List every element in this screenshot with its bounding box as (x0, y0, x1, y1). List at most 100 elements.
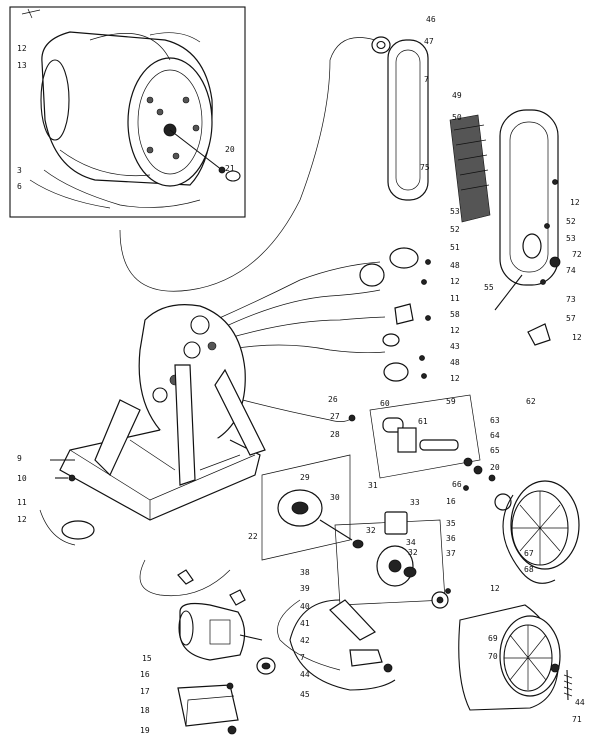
callout-c13: 13 (17, 61, 27, 70)
drum-washer (225, 170, 241, 182)
callout-c61: 61 (418, 417, 428, 426)
callout-c29: 29 (300, 473, 310, 482)
callout-c69: 69 (488, 634, 498, 643)
callout-c17: 17 (140, 687, 150, 696)
callout-c68: 68 (524, 565, 534, 574)
callout-c11b: 11 (17, 498, 27, 507)
callout-c62: 62 (526, 397, 536, 406)
callout-c12g: 12 (490, 584, 500, 593)
callout-c72: 72 (572, 250, 582, 259)
callout-c9: 9 (17, 454, 22, 463)
idler-assembly (369, 394, 496, 482)
part-68-belt (502, 494, 556, 584)
callout-c65: 65 (490, 446, 500, 455)
part-49-plate (499, 109, 559, 286)
callout-c26: 26 (328, 395, 338, 404)
callout-c46: 46 (426, 15, 436, 24)
drive-pulley-right (494, 480, 580, 584)
callout-c50: 50 (452, 113, 462, 122)
callout-c28: 28 (330, 430, 340, 439)
callout-c49: 49 (452, 91, 462, 100)
part-46-bearing (371, 36, 391, 54)
part-57 (527, 323, 551, 346)
callout-c47: 47 (424, 37, 434, 46)
callout-c22: 22 (248, 532, 258, 541)
callout-c37: 37 (446, 549, 456, 558)
callout-c12d: 12 (450, 326, 460, 335)
callout-c12a: 12 (570, 198, 580, 207)
callout-c32a: 32 (366, 526, 376, 535)
callout-c12c: 12 (450, 277, 460, 286)
callout-c19: 19 (140, 726, 150, 735)
callout-c60: 60 (380, 399, 390, 408)
part-30-shaft (319, 519, 353, 541)
drum-shaft (169, 129, 223, 171)
drum-rim (40, 59, 70, 141)
callout-c15: 15 (142, 654, 152, 663)
callout-c36: 36 (446, 534, 456, 543)
part-41-pipe (329, 599, 376, 641)
callout-c44a: 44 (300, 670, 310, 679)
callout-c51: 51 (450, 243, 460, 252)
callout-c48a: 48 (450, 261, 460, 270)
drum-back (127, 57, 213, 187)
callout-c59: 59 (446, 397, 456, 406)
part-15-motor (179, 602, 246, 661)
callout-c12h: 12 (17, 515, 27, 524)
callout-c42: 42 (300, 636, 310, 645)
callout-layer: 4647749507553525112525372747355571248121… (17, 15, 585, 735)
callout-c30: 30 (330, 493, 340, 502)
callout-c7a: 7 (424, 75, 429, 84)
part-71-spring (566, 669, 569, 701)
callout-c53b: 53 (566, 234, 576, 243)
part-48-cover (389, 247, 419, 269)
callout-c52b: 52 (566, 217, 576, 226)
callout-c18: 18 (140, 706, 150, 715)
callout-c71: 71 (572, 715, 582, 724)
callout-c33: 33 (410, 498, 420, 507)
callout-c20a: 20 (225, 145, 235, 154)
callout-c31: 31 (368, 481, 378, 490)
frame-assembly (59, 304, 266, 521)
callout-c35: 35 (446, 519, 456, 528)
duct-assembly (256, 599, 396, 691)
callout-c20b: 20 (490, 463, 500, 472)
callout-c63: 63 (490, 416, 500, 425)
callout-c48b: 48 (450, 358, 460, 367)
part-70-pulley (499, 615, 561, 697)
callout-c39: 39 (300, 584, 310, 593)
callout-c55: 55 (484, 283, 494, 292)
callout-c67: 67 (524, 549, 534, 558)
frame-leg-right (214, 368, 266, 456)
callout-c57: 57 (566, 314, 576, 323)
frame-base (59, 429, 261, 521)
callout-c70: 70 (488, 652, 498, 661)
callout-c64: 64 (490, 431, 500, 440)
callout-c43: 43 (450, 342, 460, 351)
pulley-assembly (261, 454, 449, 609)
callout-c44b: 44 (575, 698, 585, 707)
callout-c45: 45 (300, 690, 310, 699)
frame-leg-left (94, 399, 141, 477)
callout-c38: 38 (300, 568, 310, 577)
inset-frame (9, 6, 246, 218)
callout-c3: 3 (17, 166, 22, 175)
callout-c21: 21 (225, 164, 235, 173)
part-47-slide (387, 39, 429, 201)
callout-c66: 66 (452, 480, 462, 489)
callout-c34: 34 (406, 538, 416, 547)
callout-c41: 41 (300, 619, 310, 628)
callout-c16b: 16 (140, 670, 150, 679)
callout-c11a: 11 (450, 294, 460, 303)
callout-c74: 74 (566, 266, 576, 275)
callout-c75: 75 (420, 163, 430, 172)
callout-c10: 10 (17, 474, 27, 483)
part-48-cover-b (383, 362, 409, 382)
motor-assembly (177, 569, 263, 735)
callout-c16: 16 (446, 497, 456, 506)
callout-c52a: 52 (450, 225, 460, 234)
callout-c6: 6 (17, 182, 22, 191)
callout-c12f: 12 (17, 44, 27, 53)
frame-post (174, 364, 196, 486)
